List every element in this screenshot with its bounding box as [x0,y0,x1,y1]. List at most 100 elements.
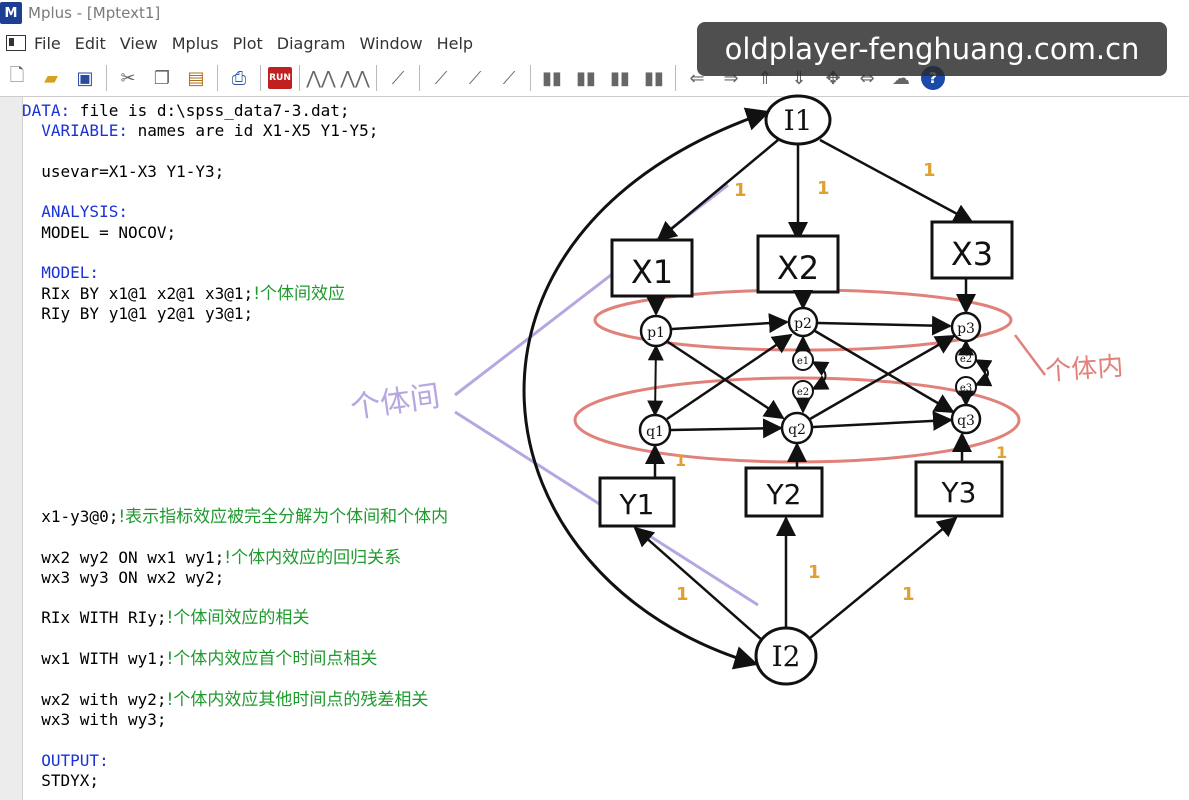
toolbar-divider [106,65,107,91]
within-q2-label: q2 [788,422,806,438]
save-icon[interactable]: ▣ [76,67,94,89]
code-comment: !个体间效应的相关 [166,608,310,629]
code-comment: !个体内效应的回归关系 [224,547,402,568]
menu-plot[interactable]: Plot [232,33,263,53]
code-keyword: DATA: [22,101,71,120]
window-menu-icon[interactable] [6,35,26,51]
cov-I1-I2 [522,107,771,670]
title-bar: M Mplus - [Mptext1] [0,0,1189,26]
latent-I1-label: I1 [784,104,813,137]
loading-mark: 1 [808,562,821,583]
window-title: Mplus - [Mptext1] [28,4,161,22]
loading-I1-X3 [819,138,974,224]
bar3-icon[interactable]: ▮▮ [610,67,630,89]
code-text: wx2 with wy2; [41,689,167,709]
box-Y1 [598,476,676,528]
corr-p1-q1 [647,344,664,417]
plot2-icon[interactable]: ⋀⋀ [340,67,370,89]
menu-view[interactable]: View [119,33,158,53]
code-line: ANALYSIS: [22,202,128,221]
toolbar-divider [299,65,300,91]
code-editor[interactable]: DATA: file is d:\spss_data7-3.dat; VARIA… [0,97,1189,800]
box-X2-label: X2 [777,249,819,287]
toolbar-divider [675,65,676,91]
loading-I2-Y1 [633,526,763,641]
residual-x2-label: e1 [797,356,809,367]
code-line: wx2 wy2 ON wx1 wy1;!个体内效应的回归关系 [22,547,402,568]
plot-icon[interactable]: ⋀⋀ [306,67,336,89]
menu-window[interactable]: Window [359,33,423,53]
residual-corr-2 [811,361,830,390]
code-text: RIx WITH RIy; [41,608,167,628]
box-Y3 [914,460,1004,518]
code-text: RIx BY x1@1 x2@1 x3@1; [41,283,254,303]
open-folder-icon[interactable]: ▰ [44,67,58,89]
copy-icon[interactable]: ❐ [153,67,171,89]
loading-mark: 1 [734,180,747,201]
loading-mark: 1 [923,160,936,181]
code-line: MODEL: [22,263,99,282]
cl-q2-p3 [809,334,956,421]
code-line: wx3 with wy3; [22,709,167,729]
bar4-icon[interactable]: ▮▮ [644,67,664,89]
loading-mark: 1 [676,584,689,605]
chart4-icon[interactable]: ⟋ [502,67,516,89]
paste-icon[interactable]: ▤ [187,67,205,89]
mplus-logo-icon: M [0,2,22,24]
cut-icon[interactable]: ✂ [120,67,136,89]
box-Y3-label: Y3 [941,476,977,509]
chart3-icon[interactable]: ⟋ [468,67,482,89]
toolbar-divider [217,65,218,91]
menu-file[interactable]: File [34,33,61,53]
code-keyword: ANALYSIS: [41,202,128,222]
code-text: STDYX; [41,770,100,790]
box-X3 [930,220,1014,280]
run-icon[interactable]: RUN [268,67,292,89]
code-line: OUTPUT: [22,750,109,770]
bar2-icon[interactable]: ▮▮ [576,67,596,89]
code-line: usevar=X1-X3 Y1-Y3; [22,162,224,181]
print-icon[interactable]: ⎙ [231,67,247,89]
code-comment: !个体内效应其他时间点的残差相关 [166,689,429,710]
code-line: STDYX; [22,771,99,790]
code-text: names are id X1-X5 Y1-Y5; [127,121,379,141]
menu-diagram[interactable]: Diagram [276,33,346,53]
latent-I2-label: I2 [772,640,801,673]
code-keyword: OUTPUT: [41,750,109,770]
residual-y2-label: e2 [797,387,809,398]
code-text: wx3 with wy3; [41,709,167,729]
menu-mplus[interactable]: Mplus [171,33,219,53]
code-text: wx3 wy3 ON wx2 wy2; [41,567,225,587]
code-text: MODEL = NOCOV; [41,222,177,242]
residual-y3-label: e3 [960,383,972,394]
label-between: 个体间 [348,379,442,426]
toolbar-divider [419,65,420,91]
box-Y2-label: Y2 [766,478,802,511]
code-line: RIx BY x1@1 x2@1 x3@1;!个体间效应 [22,283,346,304]
loading-I2-Y3 [809,516,958,639]
code-line: MODEL = NOCOV; [22,223,176,242]
mplus-syntax[interactable]: DATA: file is d:\spss_data7-3.dat; VARIA… [22,101,448,791]
box-Y1-label: Y1 [619,488,655,521]
code-comment: !个体间效应 [253,283,346,304]
ar-p1-p2 [671,313,789,334]
menu-edit[interactable]: Edit [74,33,106,53]
code-text: usevar=X1-X3 Y1-Y3; [41,161,225,181]
code-line: DATA: file is d:\spss_data7-3.dat; [22,101,350,120]
code-line: wx2 with wy2;!个体内效应其他时间点的残差相关 [22,689,429,710]
code-line: VARIABLE: names are id X1-X5 Y1-Y5; [22,121,378,140]
loading-mark: 1 [675,451,686,470]
chart-icon[interactable]: ⟋ [391,67,405,89]
within-p2-label: p2 [794,316,812,332]
within-q1-label: q1 [646,424,664,440]
code-line: wx3 wy3 ON wx2 wy2; [22,568,224,587]
label-within: 个体内 [1044,352,1124,387]
bar-chart-icon[interactable]: ▮▮ [542,67,562,89]
menu-help[interactable]: Help [436,33,474,53]
new-file-icon[interactable]: 🗋 [9,65,25,86]
watermark: oldplayer-fenghuang.com.cn [697,22,1167,76]
chart2-icon[interactable]: ⟋ [434,67,448,89]
box-X3-label: X3 [951,235,993,273]
cl-p2-q3 [814,329,955,414]
